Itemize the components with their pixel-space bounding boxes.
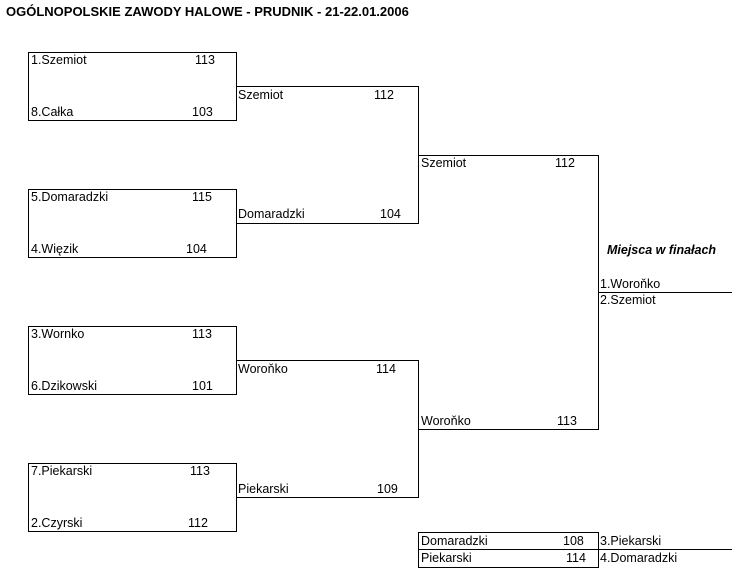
match-box-2 xyxy=(28,189,237,258)
player-score: 103 xyxy=(192,105,213,119)
bracket-line xyxy=(598,549,732,550)
bracket-line xyxy=(418,549,599,550)
player-score: 113 xyxy=(192,327,212,341)
player-name: Szemiot xyxy=(238,88,284,102)
player-name: 8.Całka xyxy=(31,105,74,119)
player-name: 5.Domaradzki xyxy=(31,190,109,204)
player-score: 104 xyxy=(380,207,401,221)
bracket-line xyxy=(237,86,419,87)
player-score: 104 xyxy=(186,242,207,256)
match-box-1 xyxy=(28,52,237,121)
player-name: Domaradzki xyxy=(238,207,305,221)
player-name: Szemiot xyxy=(421,156,467,170)
player-score: 108 xyxy=(563,534,584,548)
player-score: 113 xyxy=(195,53,215,67)
match-box-4 xyxy=(28,463,237,532)
bracket-line xyxy=(418,429,599,430)
player-score: 112 xyxy=(188,516,208,530)
final-place: 4.Domaradzki xyxy=(600,551,678,565)
player-name: 6.Dzikowski xyxy=(31,379,97,393)
player-name: Domaradzki xyxy=(421,534,488,548)
final-place: 3.Piekarski xyxy=(600,534,662,548)
match-box-3 xyxy=(28,326,237,395)
bracket-line xyxy=(418,155,599,156)
bracket-line xyxy=(598,292,732,293)
player-score: 109 xyxy=(377,482,398,496)
page-title: OGÓLNOPOLSKIE ZAWODY HALOWE - PRUDNIK - … xyxy=(6,4,409,19)
player-name: Woroňko xyxy=(238,362,288,376)
third-place-box xyxy=(418,532,599,568)
player-name: Woroňko xyxy=(421,414,471,428)
bracket-line xyxy=(237,223,419,224)
player-score: 114 xyxy=(566,551,586,565)
player-score: 114 xyxy=(376,362,396,376)
final-place: 2.Szemiot xyxy=(600,293,656,307)
player-name: 3.Wornko xyxy=(31,327,85,341)
player-score: 113 xyxy=(557,414,577,428)
bracket-line xyxy=(237,360,419,361)
player-name: 2.Czyrski xyxy=(31,516,83,530)
bracket-line xyxy=(237,497,419,498)
player-score: 101 xyxy=(192,379,213,393)
player-name: 1.Szemiot xyxy=(31,53,87,67)
player-score: 113 xyxy=(190,464,210,478)
player-score: 112 xyxy=(555,156,575,170)
final-place: 1.Woroňko xyxy=(600,277,661,291)
player-name: 4.Więzik xyxy=(31,242,79,256)
player-score: 115 xyxy=(192,190,212,204)
places-heading: Miejsca w finałach xyxy=(607,243,717,257)
player-score: 112 xyxy=(374,88,394,102)
player-name: 7.Piekarski xyxy=(31,464,93,478)
player-name: Piekarski xyxy=(421,551,472,565)
player-name: Piekarski xyxy=(238,482,289,496)
